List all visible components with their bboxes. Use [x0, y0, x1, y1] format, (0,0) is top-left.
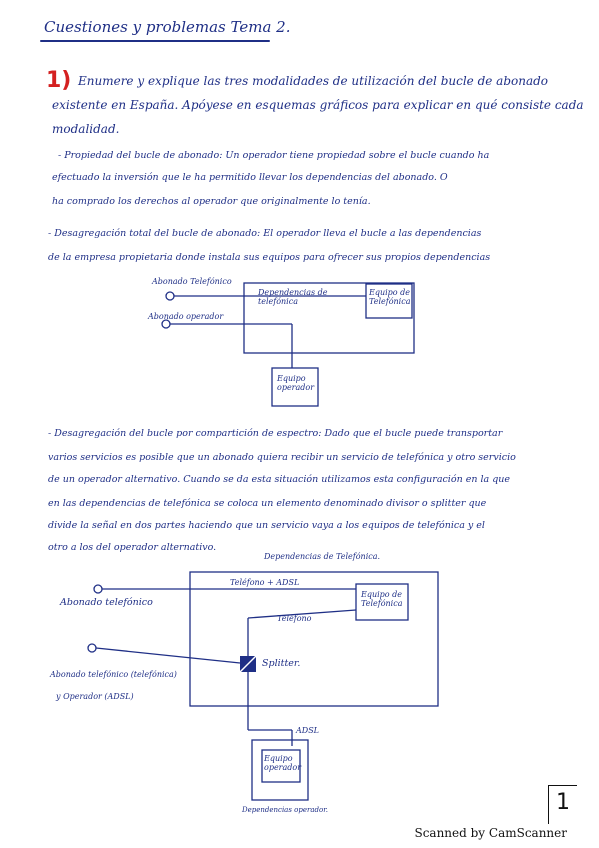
section1-line: efectuado la inversión que le ha permiti…	[52, 172, 448, 183]
abonado-mixto-node	[87, 643, 97, 653]
question-line: modalidad.	[52, 122, 120, 136]
question-line: Enumere y explique las tres modalidades …	[78, 74, 549, 88]
section1-line: ha comprado los derechos al operador que…	[52, 196, 371, 207]
question-number: 1)	[46, 68, 72, 93]
equipo-operador-box	[261, 749, 301, 783]
dependencias-telefonica-label: Dependencias de Telefónica.	[264, 552, 381, 561]
section3-line: otro a los del operador alternativo.	[48, 542, 217, 553]
abonado-telefonico-label: Abonado telefónico	[60, 597, 153, 608]
telefono-label: Teléfono	[277, 614, 312, 623]
dependencias-operador-box	[251, 739, 309, 801]
page-number: 1	[556, 790, 570, 815]
section3-line: varios servicios es posible que un abona…	[48, 452, 516, 463]
page-title: Cuestiones y problemas Tema 2.	[44, 18, 291, 36]
adsl-label: ADSL	[296, 726, 319, 735]
equipo-telefonica-label: Equipo de Telefónica	[369, 288, 411, 306]
equipo-operador-label: Equipo operador	[277, 374, 315, 392]
page-number-box	[548, 785, 577, 824]
section1-line: - Propiedad del bucle de abonado: Un ope…	[58, 150, 490, 161]
abonado-mixto-label-2: y Operador (ADSL)	[56, 692, 134, 701]
scanner-watermark: Scanned by CamScanner	[414, 826, 567, 840]
section3-line: de un operador alternativo. Cuando se da…	[48, 474, 511, 485]
abonado-telefonico-label: Abonado Telefónico	[152, 277, 232, 286]
section3-line: divide la señal en dos partes haciendo q…	[48, 520, 485, 531]
section3-line: - Desagregación del bucle por compartici…	[48, 428, 503, 439]
equipo-telefonica-label: Equipo de Telefónica	[361, 590, 403, 608]
title-underline	[40, 40, 270, 42]
abonado-telefonico-node	[93, 584, 103, 594]
section2-line: - Desagregación total del bucle de abona…	[48, 228, 482, 239]
dependencias-operador-label: Dependencias operador.	[242, 806, 329, 814]
telefono-adsl-label: Teléfono + ADSL	[230, 578, 300, 587]
equipo-telefonica-box	[365, 283, 413, 319]
abonado-operador-label: Abonado operador	[148, 312, 224, 321]
dependencias-telefonica-box	[189, 571, 439, 707]
dependencias-label: Dependencias de telefónica	[258, 288, 328, 306]
splitter-label: Splitter.	[262, 658, 301, 669]
section2-line: de la empresa propietaria donde instala …	[48, 252, 491, 263]
question-line: existente en España. Apóyese en esquemas…	[52, 98, 584, 112]
equipo-operador-label: Equipo operador	[264, 754, 302, 772]
abonado-mixto-label-1: Abonado telefónico (telefónica)	[50, 670, 177, 679]
dependencias-box	[243, 282, 415, 354]
equipo-telefonica-box	[355, 583, 409, 621]
section3-line: en las dependencias de telefónica se col…	[48, 498, 487, 509]
equipo-operador-box	[271, 367, 319, 407]
